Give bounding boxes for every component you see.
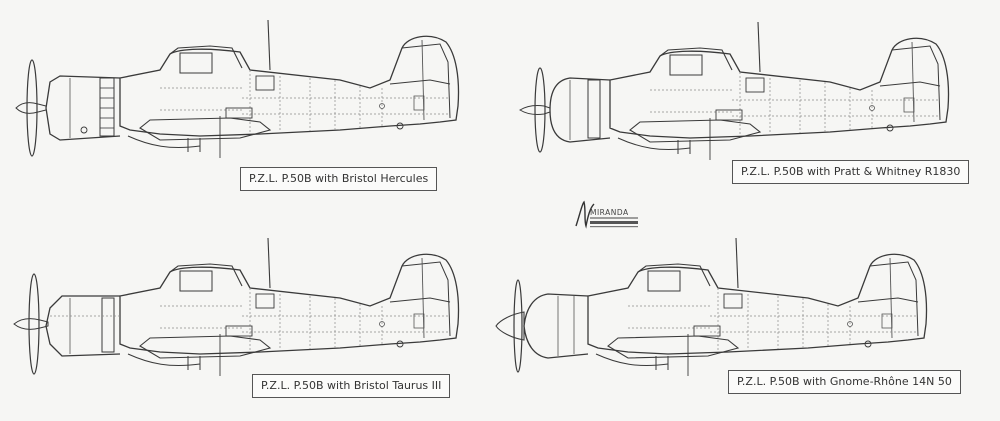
- miranda-logo: MIRANDA: [572, 196, 642, 236]
- caption-taurus: P.Z.L. P.50B with Bristol Taurus III: [252, 374, 451, 398]
- logo-text: MIRANDA: [590, 208, 629, 217]
- caption-gnome-rhone: P.Z.L. P.50B with Gnome-Rhône 14N 50: [728, 370, 961, 394]
- caption-pratt-whitney: P.Z.L. P.50B with Pratt & Whitney R1830: [732, 160, 970, 184]
- signature-mark-icon: [575, 200, 638, 229]
- aircraft-drawing-hercules: [15, 19, 460, 159]
- aircraft-drawing-pratt-whitney: [519, 21, 950, 161]
- caption-hercules: P.Z.L. P.50B with Bristol Hercules: [240, 167, 438, 191]
- aircraft-drawing-taurus: [13, 237, 460, 377]
